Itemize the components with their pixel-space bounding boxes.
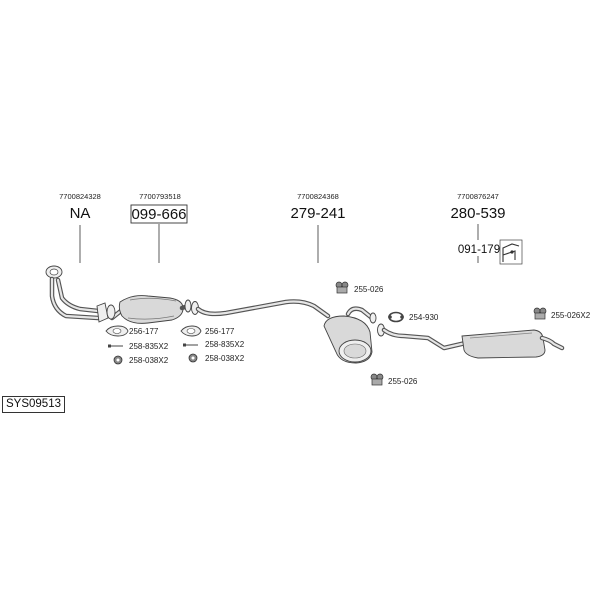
- bolt-icon: [108, 344, 123, 348]
- middle-fitting-kit: 256-177 258-835X2 258-038X2: [180, 325, 245, 363]
- front-pipe-drawing: [45, 265, 109, 323]
- part-number-fitting-kit[interactable]: 091-179: [458, 244, 500, 256]
- gasket-icon: [105, 325, 129, 337]
- group-centre-silencer: 7700824368 279-241: [290, 192, 346, 263]
- label-bolt-middle[interactable]: 258-835X2: [205, 340, 245, 349]
- hanger-top-fitting: 255-026: [335, 281, 384, 294]
- nut-icon: [113, 355, 123, 365]
- hanger-rear-fitting: 255-026X2: [533, 307, 591, 320]
- rubber-hanger-icon: [370, 373, 384, 386]
- catalytic-converter-drawing: [106, 295, 192, 324]
- clamp-fitting: 254-930: [388, 311, 439, 323]
- label-hanger-bottom[interactable]: 255-026: [388, 377, 418, 386]
- oe-number-centre-silencer: 7700824368: [297, 192, 339, 201]
- group-front-pipe: 7700824328 NA: [59, 192, 101, 263]
- bolt-icon: [183, 343, 198, 347]
- oe-number-rear-silencer: 7700876247: [457, 192, 499, 201]
- system-code-box: SYS09513: [2, 396, 65, 413]
- rubber-hanger-icon: [335, 281, 349, 294]
- label-nut-middle[interactable]: 258-038X2: [205, 354, 245, 363]
- part-number-front-pipe[interactable]: NA: [70, 205, 91, 222]
- hanger-bottom-fitting: 255-026: [370, 373, 418, 386]
- rear-silencer-drawing: [377, 323, 565, 359]
- fitting-kit-icon: [499, 239, 523, 265]
- oe-number-catalytic-converter: 7700793518: [139, 192, 181, 201]
- label-gasket-front[interactable]: 256-177: [129, 327, 159, 336]
- centre-silencer-drawing: [323, 306, 377, 364]
- label-hanger-top[interactable]: 255-026: [354, 285, 384, 294]
- front-fitting-kit: 256-177 258-835X2 258-038X2: [105, 325, 169, 365]
- label-nut-front[interactable]: 258-038X2: [129, 356, 169, 365]
- rubber-hanger-icon: [533, 307, 547, 320]
- part-number-centre-silencer[interactable]: 279-241: [290, 205, 345, 222]
- part-number-rear-silencer[interactable]: 280-539: [450, 205, 505, 222]
- gasket-icon: [180, 325, 202, 337]
- label-clamp[interactable]: 254-930: [409, 313, 439, 322]
- clamp-icon: [388, 311, 404, 323]
- intermediate-pipe-drawing: [191, 299, 331, 319]
- label-gasket-middle[interactable]: 256-177: [205, 327, 235, 336]
- label-bolt-front[interactable]: 258-835X2: [129, 342, 169, 351]
- label-hanger-rear[interactable]: 255-026X2: [551, 311, 591, 320]
- group-rear-silencer: 7700876247 280-539 091-179: [450, 192, 523, 265]
- part-number-box: [130, 204, 188, 224]
- group-catalytic-converter: 7700793518 099-666: [130, 192, 188, 263]
- part-number-catalytic-converter[interactable]: 099-666: [131, 206, 186, 223]
- oe-number-front-pipe: 7700824328: [59, 192, 101, 201]
- nut-icon: [188, 353, 198, 363]
